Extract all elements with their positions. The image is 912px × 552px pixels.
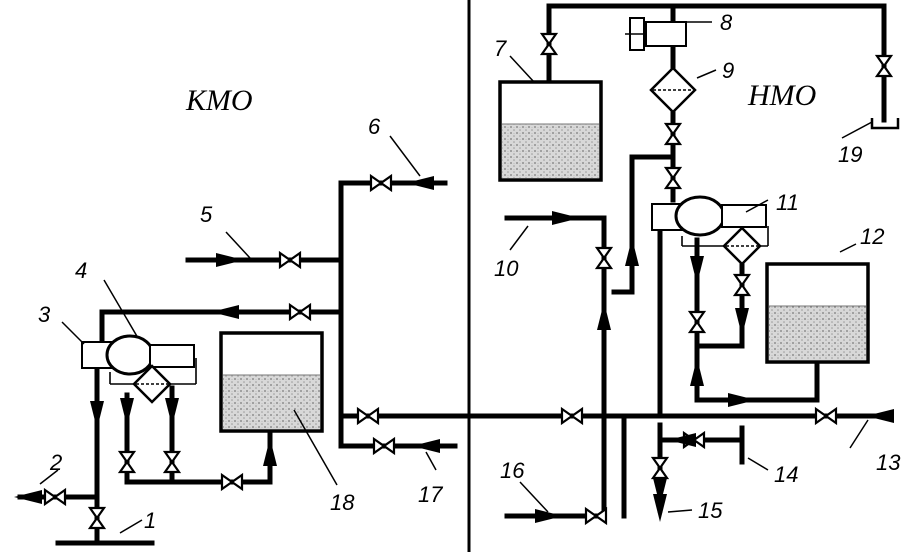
tank-12	[765, 262, 870, 364]
valve-5	[369, 173, 393, 193]
filter-9	[649, 66, 697, 114]
valve-12	[874, 54, 894, 78]
tank-18	[219, 331, 324, 433]
label-6: 6	[368, 114, 381, 139]
flow-arrow-4	[263, 438, 277, 466]
flow-arrows	[14, 176, 894, 523]
label-18: 18	[330, 490, 355, 515]
valve-6	[117, 450, 137, 474]
flow-arrow-2	[120, 398, 134, 426]
valve-4	[288, 302, 312, 322]
label-13: 13	[876, 450, 901, 475]
label-5: 5	[200, 202, 213, 227]
zone-right-title: НМО	[747, 79, 816, 112]
valve-19	[650, 456, 670, 480]
flow-arrow-21	[653, 494, 667, 522]
valve-7	[162, 450, 182, 474]
valve-15	[594, 246, 614, 270]
valve-22	[732, 273, 752, 297]
label-3: 3	[38, 302, 51, 327]
label-4: 4	[75, 258, 87, 283]
label-12: 12	[860, 224, 884, 249]
valve-17	[814, 406, 838, 426]
leader-lines	[39, 21, 873, 534]
flow-arrow-11	[625, 238, 639, 266]
flow-arrow-12	[597, 302, 611, 330]
valves	[43, 32, 894, 530]
flow-arrow-17	[735, 308, 749, 336]
label-8: 8	[720, 10, 733, 35]
flow-arrow-8	[14, 490, 42, 504]
label-9: 9	[722, 58, 734, 83]
flow-arrow-14	[866, 409, 894, 423]
valve-10	[372, 436, 396, 456]
valve-14	[663, 166, 683, 190]
flow-arrow-18	[690, 358, 704, 386]
flow-arrow-13	[535, 509, 563, 523]
tank-7	[498, 80, 603, 182]
pump-3	[81, 334, 197, 385]
filter-4	[132, 364, 172, 404]
label-11: 11	[776, 190, 799, 215]
valve-20	[584, 506, 608, 526]
flow-arrow-20	[653, 478, 667, 506]
valve-3	[278, 250, 302, 270]
valve-2	[43, 487, 67, 507]
label-10: 10	[494, 256, 519, 281]
drain-19	[870, 118, 900, 130]
label-16: 16	[500, 458, 525, 483]
flow-arrow-3	[165, 398, 179, 426]
flow-arrow-6	[216, 253, 244, 267]
label-19: 19	[838, 142, 862, 167]
valve-11	[539, 32, 559, 56]
flow-arrow-19	[668, 433, 696, 447]
valve-16	[560, 406, 584, 426]
label-15: 15	[698, 498, 723, 523]
label-14: 14	[774, 462, 798, 487]
flow-arrow-15	[728, 393, 756, 407]
pump-11	[651, 195, 769, 266]
valve-21	[687, 310, 707, 334]
regulator-8	[625, 17, 687, 51]
flow-arrow-1	[90, 401, 104, 429]
flow-arrow-10	[552, 211, 580, 225]
label-7: 7	[494, 36, 507, 61]
valve-9	[356, 406, 380, 426]
flow-arrow-5	[211, 305, 239, 319]
valve-1	[87, 506, 107, 530]
label-17: 17	[418, 482, 443, 507]
flow-arrow-16	[690, 256, 704, 284]
valve-8	[220, 472, 244, 492]
flow-arrow-9	[412, 439, 440, 453]
zone-left-title: КМО	[185, 84, 253, 117]
label-1: 1	[144, 508, 156, 533]
flow-arrow-7	[406, 176, 434, 190]
label-2: 2	[49, 450, 62, 475]
valve-13	[663, 122, 683, 146]
